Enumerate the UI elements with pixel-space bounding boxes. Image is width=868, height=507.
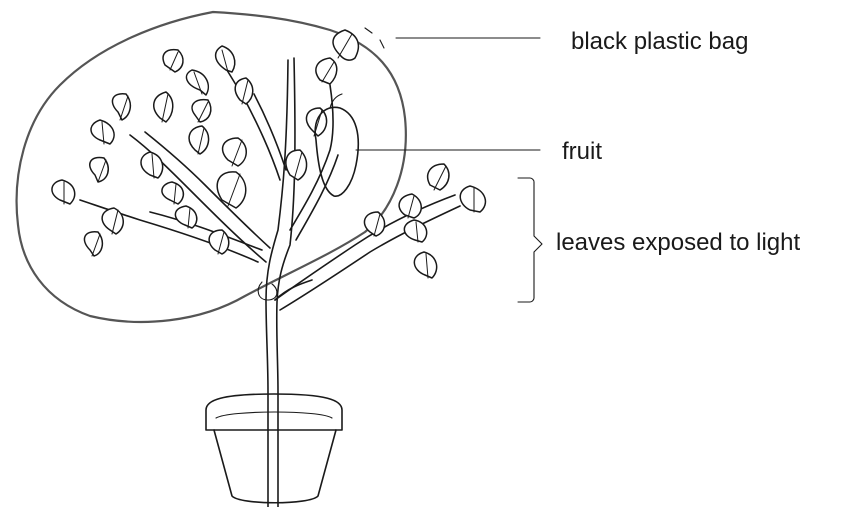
leaves-bracket: [518, 178, 542, 302]
plant-leaves: [52, 30, 486, 278]
label-black-plastic-bag: black plastic bag: [571, 30, 748, 54]
label-fruit: fruit: [562, 140, 602, 164]
flower-pot: [206, 394, 342, 503]
label-leaves-exposed-to-light: leaves exposed to light: [556, 231, 800, 255]
